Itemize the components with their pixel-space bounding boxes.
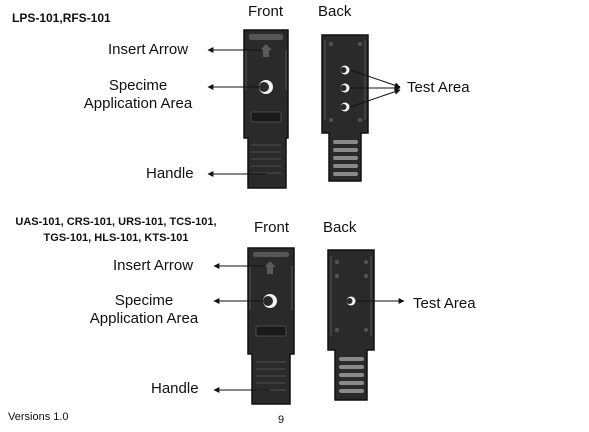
bottom-test-area-label: Test Area bbox=[413, 295, 476, 312]
top-front-test-strip bbox=[243, 29, 289, 189]
bottom-model-list: UAS-101, CRS-101, URS-101, TCS-101, TGS-… bbox=[2, 214, 230, 246]
bottom-model-list-line1: UAS-101, CRS-101, URS-101, TCS-101, bbox=[15, 216, 217, 228]
top-test-area-label: Test Area bbox=[407, 79, 470, 96]
top-test-pad-1 bbox=[340, 65, 350, 75]
bottom-model-list-line2: TGS-101, HLS-101, KTS-101 bbox=[43, 232, 189, 244]
top-front-header: Front bbox=[248, 3, 284, 20]
top-handle-label: Handle bbox=[146, 165, 194, 182]
top-back-grip-ridges bbox=[333, 140, 358, 176]
version-footer: Versions 1.0 bbox=[8, 411, 69, 423]
bottom-insert-arrow-label: Insert Arrow bbox=[113, 257, 194, 274]
bottom-front-header: Front bbox=[254, 219, 290, 236]
bottom-specimen-label-line2: Application Area bbox=[89, 310, 199, 327]
bottom-test-pad bbox=[346, 296, 356, 306]
bottom-leader-lines bbox=[213, 263, 405, 393]
bottom-specimen-well bbox=[263, 294, 277, 308]
bottom-back-header: Back bbox=[323, 219, 357, 236]
top-back-header: Back bbox=[318, 3, 352, 20]
page-number: 9 bbox=[278, 414, 285, 426]
top-back-test-strip bbox=[321, 34, 369, 182]
top-specimen-label-line2: Application Area bbox=[83, 95, 193, 112]
top-test-area-leader-3 bbox=[349, 88, 401, 108]
top-insert-arrow-icon bbox=[260, 44, 272, 57]
top-specimen-well bbox=[259, 80, 273, 94]
bottom-back-grip-ridges bbox=[339, 357, 364, 393]
bottom-insert-arrow-icon bbox=[264, 261, 276, 274]
bottom-specimen-area-label: Specime Application Area bbox=[76, 292, 212, 328]
top-specimen-label-line1: Specime bbox=[108, 77, 168, 94]
top-leader-lines bbox=[207, 47, 401, 177]
top-test-pad-2 bbox=[340, 83, 350, 93]
bottom-specimen-label-line1: Specime bbox=[114, 292, 174, 309]
bottom-front-test-strip bbox=[247, 247, 295, 405]
top-test-pad-3 bbox=[340, 102, 350, 112]
top-insert-arrow-label: Insert Arrow bbox=[108, 41, 189, 58]
top-test-area-leader-1 bbox=[349, 69, 401, 89]
top-specimen-area-label: Specime Application Area bbox=[70, 77, 206, 113]
top-model-list: LPS-101,RFS-101 bbox=[12, 11, 111, 25]
bottom-back-test-strip bbox=[327, 249, 375, 401]
bottom-handle-label: Handle bbox=[151, 380, 199, 397]
